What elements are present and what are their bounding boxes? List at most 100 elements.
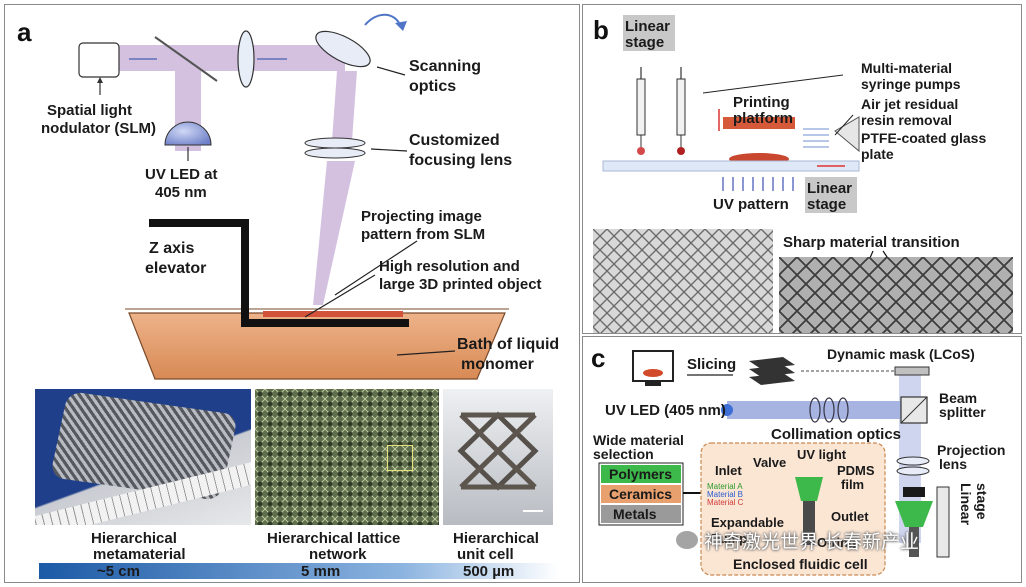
photo-lattice-network bbox=[255, 389, 439, 525]
scan-label-1: Scanning bbox=[409, 58, 481, 75]
bath-label-1: Bath of liquid bbox=[457, 336, 559, 353]
slm-arrowhead bbox=[97, 77, 103, 83]
airjet-pointer bbox=[834, 114, 854, 136]
focus-pointer bbox=[370, 148, 408, 152]
watermark: 神奇激光世界·长春新产业 bbox=[676, 526, 919, 554]
z-axis-elevator bbox=[149, 219, 409, 327]
bath-label-2: monomer bbox=[461, 356, 534, 373]
collimation-optics bbox=[809, 397, 849, 423]
green-vat bbox=[895, 501, 933, 527]
collimation-label: Collimation optics bbox=[771, 426, 901, 443]
monitor-stand bbox=[645, 381, 661, 386]
hires-label-1: High resolution and bbox=[379, 258, 520, 275]
material-ceramics: Ceramics bbox=[609, 486, 672, 502]
photo2-caption-2: network bbox=[309, 546, 367, 563]
syringe-1 bbox=[636, 67, 646, 155]
rotation-arrowhead bbox=[395, 21, 407, 31]
hires-pointer bbox=[304, 274, 376, 318]
scan-label-2: optics bbox=[409, 78, 456, 95]
slm-label-2: nodulator (SLM) bbox=[41, 120, 156, 137]
project-pointer bbox=[334, 240, 418, 296]
uvlight-label: UV light bbox=[797, 447, 847, 462]
photo2-caption-1: Hierarchical lattice bbox=[267, 530, 400, 547]
projection-lens-2 bbox=[896, 466, 930, 476]
photo1-caption-2: metamaterial bbox=[93, 546, 186, 563]
syringe-label-1: Multi-material bbox=[861, 60, 952, 76]
lcos-mask bbox=[894, 366, 930, 376]
ptfe-label-1: PTFE-coated glass bbox=[861, 130, 986, 146]
scan-beam bbox=[331, 71, 357, 155]
material-polymers: Polymers bbox=[609, 466, 672, 482]
head-stem bbox=[909, 527, 919, 557]
focus-label-1: Customized bbox=[409, 132, 500, 149]
syringe-pointer bbox=[702, 74, 844, 94]
airjet-label-2: resin removal bbox=[861, 112, 952, 128]
splitter-diagonal bbox=[900, 396, 928, 424]
projection-lens-1 bbox=[896, 456, 930, 466]
oring-label: O-ring bbox=[817, 535, 856, 550]
slices-icon bbox=[749, 357, 795, 385]
projlens-label-1: Projection bbox=[937, 442, 1005, 458]
slm-box bbox=[78, 42, 120, 78]
ptfe-label-2: plate bbox=[861, 146, 894, 162]
valve-label: Valve bbox=[753, 455, 786, 470]
panel-b: b Linear stage Printing platform bbox=[582, 4, 1022, 334]
linear-top-2: stage bbox=[625, 34, 664, 51]
pdms-label-1: PDMS bbox=[837, 463, 875, 478]
horizontal-beam bbox=[113, 45, 345, 71]
platform-label-2: platform bbox=[733, 110, 793, 127]
platform-label-1: Printing bbox=[733, 94, 790, 111]
led-label-1: UV LED at bbox=[145, 166, 218, 183]
expand-label-2: Pump bbox=[711, 531, 747, 546]
scale-1: ~5 cm bbox=[97, 563, 140, 580]
linear-bottom-2: stage bbox=[807, 196, 846, 213]
linstage-label-1: Linear bbox=[958, 483, 974, 526]
led-dome bbox=[164, 121, 212, 146]
expand-label-1: Expandable bbox=[711, 515, 784, 530]
material-metals: Metals bbox=[613, 506, 657, 522]
blue-beam bbox=[727, 401, 903, 419]
beam-splitter bbox=[154, 36, 218, 82]
photo3-caption-2: unit cell bbox=[457, 546, 514, 563]
linear-stage-top bbox=[623, 15, 675, 51]
linstage-label-2: stage bbox=[974, 483, 990, 520]
metals-swatch bbox=[601, 505, 681, 523]
slice-model bbox=[643, 369, 663, 377]
focus-label-2: focusing lens bbox=[409, 152, 512, 169]
scale-bar bbox=[39, 563, 559, 579]
hires-label-2: large 3D printed object bbox=[379, 276, 542, 293]
uvled-label: UV LED (405 nm) bbox=[605, 402, 726, 419]
scale-3: 500 µm bbox=[463, 563, 514, 580]
printing-platform bbox=[723, 117, 795, 129]
panel-c-label: c bbox=[591, 343, 605, 373]
fluidic-cell bbox=[700, 442, 886, 576]
panel-b-label: b bbox=[593, 15, 609, 45]
focused-beam bbox=[313, 161, 355, 305]
slm-label-1: Spatial light bbox=[47, 102, 132, 119]
outlet-label: Outlet bbox=[831, 509, 869, 524]
uv-led-source bbox=[721, 404, 733, 416]
wide-label-2: selection bbox=[593, 446, 654, 462]
beam-label-2: splitter bbox=[939, 404, 986, 420]
focus-lens-top bbox=[304, 137, 366, 149]
focus-lens-bottom bbox=[304, 147, 366, 159]
slicing-label: Slicing bbox=[687, 356, 736, 373]
cell-stem bbox=[803, 501, 815, 545]
linear-stage-rail bbox=[936, 486, 950, 558]
projlens-label-2: lens bbox=[939, 456, 967, 472]
linear-bottom-1: Linear bbox=[807, 180, 852, 197]
inlet-label: Inlet bbox=[715, 463, 742, 478]
watermark-text: 神奇激光世界·长春新产业 bbox=[704, 530, 920, 553]
rotation-arrow bbox=[364, 13, 402, 28]
panel-a-diagram: a bbox=[17, 13, 559, 580]
photo3-caption-1: Hierarchical bbox=[453, 530, 539, 547]
beam-label-1: Beam bbox=[939, 390, 977, 406]
printed-object bbox=[263, 311, 403, 317]
panel-c: c Slicing Dynamic mask (LCoS) UV LED (40… bbox=[582, 336, 1022, 583]
bath-pointer bbox=[396, 350, 456, 356]
syringe-label-2: syringe pumps bbox=[861, 76, 961, 92]
zoom-box bbox=[387, 445, 413, 471]
scan-pointer bbox=[376, 66, 406, 76]
panel-a-label: a bbox=[17, 17, 32, 47]
photo-unit-cell bbox=[443, 389, 553, 525]
